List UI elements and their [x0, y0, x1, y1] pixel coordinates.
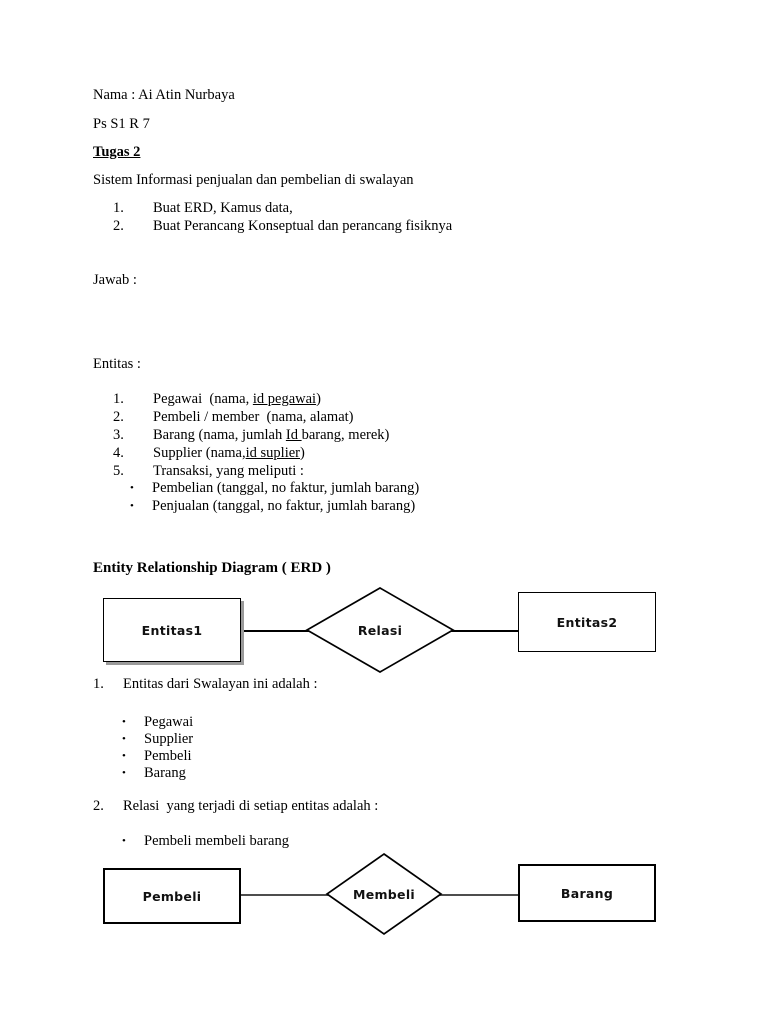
bullet-icon: • — [122, 835, 126, 847]
entity-item-post: ) — [300, 445, 305, 461]
bullet-icon: • — [122, 733, 126, 745]
entity-item-label: Supplier (nama,id suplier) — [153, 446, 305, 461]
connector-right-pembeli — [440, 894, 520, 896]
section-2: 2. Relasi yang terjadi di setiap entitas… — [93, 799, 378, 857]
entity-item-marker: 5. — [113, 463, 124, 479]
section-1: 1. Entitas dari Swalayan ini adalah : — [93, 677, 317, 735]
task-item-marker: 2. — [113, 218, 124, 234]
entity-box-label: Barang — [560, 885, 614, 901]
relation-diamond-relasi: Relasi — [305, 586, 455, 674]
entity-item-post: barang, merek) — [301, 427, 390, 443]
entity-box-label: Entitas2 — [556, 614, 618, 630]
section-1-label: Entitas dari Swalayan ini adalah : — [123, 676, 318, 692]
entity-item-key: Id — [285, 427, 302, 443]
transaction-bullet-label: Pembelian (tanggal, no faktur, jumlah ba… — [152, 480, 420, 496]
entity-list-item: 2. Pembeli / member (nama, alamat) — [113, 410, 354, 468]
transaction-bullet-label: Penjualan (tanggal, no faktur, jumlah ba… — [152, 498, 416, 514]
entity-list-item: 3. Barang (nama, jumlah Id barang, merek… — [113, 428, 389, 486]
section-2-marker: 2. — [93, 798, 104, 814]
entity-bullet: • Pembeli — [122, 749, 192, 807]
connector-left-pembeli — [240, 894, 332, 896]
relation-diamond-membeli: Membeli — [325, 852, 443, 936]
entity-item-marker: 1. — [113, 391, 124, 407]
entity-item-label: Pegawai (nama, id pegawai) — [153, 392, 321, 407]
entity-bullet: • Supplier — [122, 732, 193, 790]
section-1-marker: 1. — [93, 676, 104, 692]
entity-item-pre: Barang (nama, jumlah — [153, 427, 286, 443]
entity-item-label: Transaksi, yang meliputi : — [153, 464, 304, 479]
bullet-icon: • — [122, 767, 126, 779]
entity-item-marker: 2. — [113, 409, 124, 425]
entity-item-label: Pembeli / member (nama, alamat) — [153, 410, 354, 425]
connector-left-generic — [240, 630, 312, 632]
entity-item-marker: 4. — [113, 445, 124, 461]
task-item-label: Buat Perancang Konseptual dan perancang … — [153, 218, 453, 234]
entity-item-pre: Supplier (nama, — [153, 445, 246, 461]
entity-bullet-label: Pegawai — [144, 714, 194, 730]
entity-bullet: • Barang — [122, 766, 186, 824]
entity-bullet-label: Supplier — [144, 731, 194, 747]
bullet-icon: • — [130, 500, 134, 512]
entity-item-key: id suplier — [245, 445, 300, 461]
entity-box-label: Pembeli — [142, 888, 202, 904]
entity-item-marker: 3. — [113, 427, 124, 443]
section-2-label: Relasi yang terjadi di setiap entitas ad… — [123, 798, 379, 814]
student-name-line: Nama : Ai Atin Nurbaya — [93, 87, 235, 103]
connector-right-generic — [450, 630, 518, 632]
relation-bullet: • Pembeli membeli barang — [122, 834, 289, 892]
task-item-label: Buat ERD, Kamus data, — [153, 200, 293, 216]
task-item-marker: 1. — [113, 200, 124, 216]
class-code-line: Ps S1 R 7 — [93, 116, 150, 132]
task-heading: Tugas 2 — [93, 144, 141, 160]
task-item: 2. Buat Perancang Konseptual dan peranca… — [113, 219, 452, 277]
entity-item-post: ) — [316, 391, 321, 407]
entity-item-label: Barang (nama, jumlah Id barang, merek) — [153, 428, 389, 443]
transaction-bullet: • Pembelian (tanggal, no faktur, jumlah … — [130, 481, 419, 539]
entity-list-item: 1. Pegawai (nama, id pegawai) — [113, 392, 321, 450]
entity-box-pembeli: Pembeli — [103, 868, 241, 924]
entity-bullet: • Pegawai — [122, 715, 193, 773]
relation-bullet-label: Pembeli membeli barang — [144, 833, 289, 849]
bullet-icon: • — [130, 482, 134, 494]
entities-label: Entitas : — [93, 356, 141, 372]
bullet-icon: • — [122, 716, 126, 728]
transaction-bullet: • Penjualan (tanggal, no faktur, jumlah … — [130, 499, 415, 557]
entity-item-key: id pegawai — [252, 391, 317, 407]
diamond-shape-icon — [325, 852, 443, 936]
task-item: 1. Buat ERD, Kamus data, — [113, 201, 293, 259]
relation-label: Membeli — [352, 887, 416, 902]
relation-label: Relasi — [357, 623, 403, 638]
entity-list-item: 5. Transaksi, yang meliputi : — [113, 464, 304, 522]
entity-box-barang: Barang — [518, 864, 656, 922]
entity-bullet-label: Barang — [144, 765, 186, 781]
entity-item-pre: Pembeli / member (nama, alamat) — [153, 409, 354, 425]
entity-item-pre: Transaksi, yang meliputi : — [153, 463, 304, 479]
entity-box-label: Entitas1 — [141, 622, 203, 638]
entity-bullet-label: Pembeli — [144, 748, 192, 764]
answer-label: Jawab : — [93, 272, 137, 288]
entity-box-entitas2: Entitas2 — [518, 592, 656, 652]
task-description: Sistem Informasi penjualan dan pembelian… — [93, 172, 414, 188]
entity-list-item: 4. Supplier (nama,id suplier) — [113, 446, 305, 504]
erd-heading: Entity Relationship Diagram ( ERD ) — [93, 560, 331, 576]
diamond-shape-icon — [305, 587, 455, 673]
entity-item-pre: Pegawai (nama, — [153, 391, 253, 407]
entity-box-entitas1: Entitas1 — [103, 598, 241, 662]
bullet-icon: • — [122, 750, 126, 762]
